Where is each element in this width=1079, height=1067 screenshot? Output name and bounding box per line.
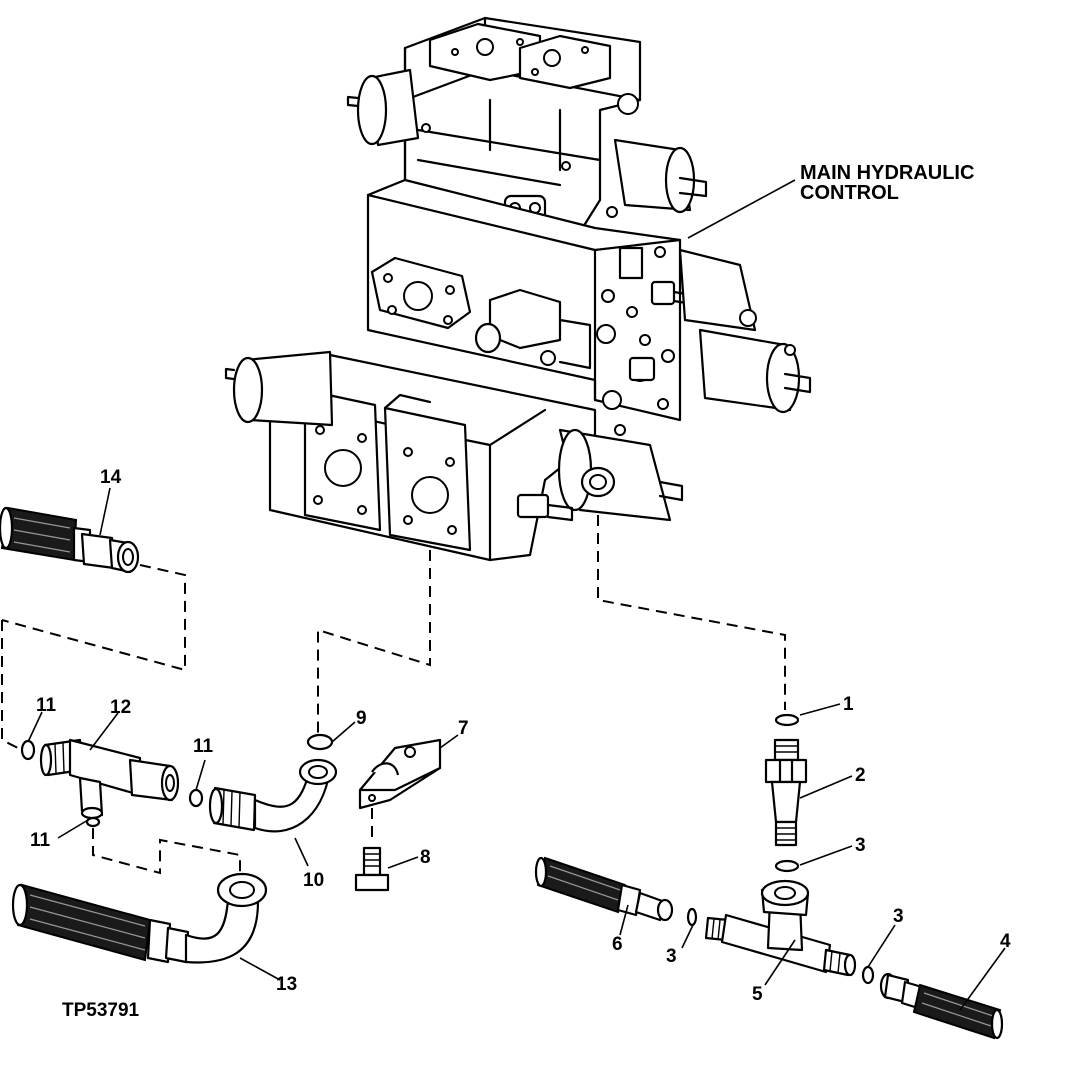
hose-4 [879, 972, 1004, 1040]
callout-10: 10 [303, 870, 324, 891]
top-solenoid-valve [346, 16, 708, 234]
callout-11-left: 11 [36, 695, 57, 716]
callout-3-top: 3 [855, 835, 866, 856]
hose-14 [0, 506, 140, 574]
callout-leaders [27, 487, 1006, 1011]
callout-3-right: 3 [893, 906, 904, 927]
callout-8: 8 [420, 847, 431, 868]
oring-3-top [774, 859, 800, 873]
oring-1 [774, 713, 800, 727]
tee-fitting-12 [20, 738, 204, 828]
callout-6: 6 [612, 934, 623, 955]
oring-3-left [686, 907, 698, 927]
cap-screw-8 [354, 846, 390, 892]
callout-9: 9 [356, 708, 367, 729]
callout-numbers: 1 2 3 3 3 4 5 6 7 8 9 10 11 11 11 12 13 … [30, 467, 1011, 1005]
hose-13 [11, 872, 268, 964]
main-hydraulic-control-valve [224, 16, 812, 562]
callout-1: 1 [843, 694, 854, 715]
hose-6 [534, 856, 674, 922]
clamp-7 [358, 738, 442, 810]
callout-14: 14 [100, 467, 122, 488]
elbow-tube-10 [208, 733, 338, 833]
figure-id: TP53791 [62, 1000, 140, 1021]
callout-12: 12 [110, 697, 131, 718]
callout-11-bottom: 11 [30, 830, 51, 851]
callout-7: 7 [458, 718, 469, 739]
manifold-block [366, 178, 812, 422]
title-label: MAIN HYDRAULIC CONTROL [800, 162, 980, 204]
callout-4: 4 [1000, 931, 1011, 952]
adapter-2 [764, 738, 808, 847]
callout-13: 13 [276, 974, 297, 995]
connection-lines [1, 515, 786, 878]
callout-3-left: 3 [666, 946, 677, 967]
bottom-valve-section [224, 350, 684, 562]
title-leader [687, 179, 796, 239]
oring-3-right [861, 965, 875, 985]
callout-5: 5 [752, 984, 763, 1005]
callout-2: 2 [855, 765, 866, 786]
callout-11-mid: 11 [193, 736, 214, 757]
tee-fitting-5 [704, 879, 857, 977]
